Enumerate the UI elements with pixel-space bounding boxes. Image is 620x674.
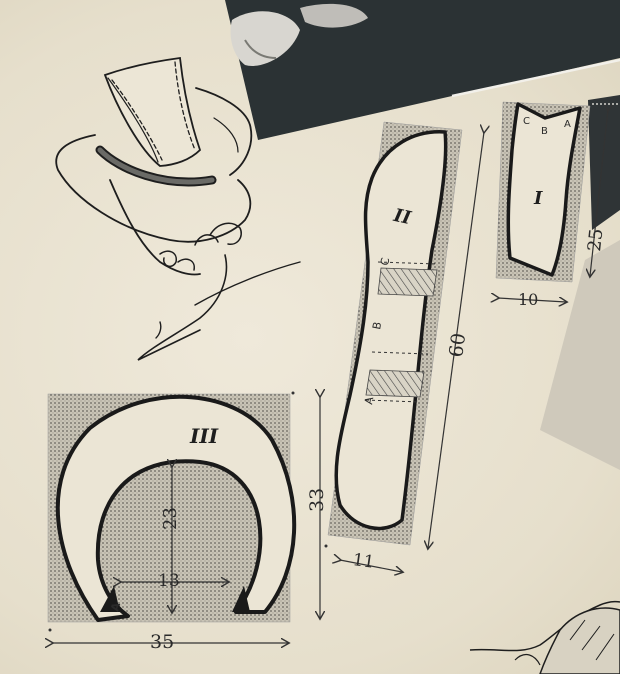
piece-I (496, 101, 620, 302)
piece-III-dim-35: 35 (150, 631, 174, 653)
piece-I-dim-10: 10 (518, 290, 538, 309)
photo-corner (225, 0, 620, 140)
piece-III-dim-13: 13 (158, 571, 180, 591)
piece-I-dim-25: 25 (584, 228, 607, 253)
piece-II-label: II (391, 205, 413, 229)
piece-III-point-A: A (108, 601, 123, 613)
piece-II-dim-11: 11 (351, 550, 375, 573)
hat-illustration (55, 56, 301, 361)
piece-II-point-C: C (378, 256, 392, 266)
piece-I-label: I (533, 188, 543, 209)
piece-II-dim-60: 60 (445, 332, 470, 359)
piece-I-point-C: C (523, 116, 530, 127)
piece-I-point-B: B (541, 126, 548, 137)
piece-I-point-A: A (564, 119, 571, 130)
piece-II-point-B: B (370, 321, 384, 331)
piece-III-label: III (189, 424, 219, 448)
piece-III-dim-23: 23 (160, 507, 181, 530)
piece-III (48, 392, 320, 644)
corner-fragment (469, 600, 620, 674)
piece-III-dim-33: 33 (306, 488, 328, 512)
piece-II-point-A: A (362, 395, 376, 405)
piece-II (324, 121, 485, 572)
